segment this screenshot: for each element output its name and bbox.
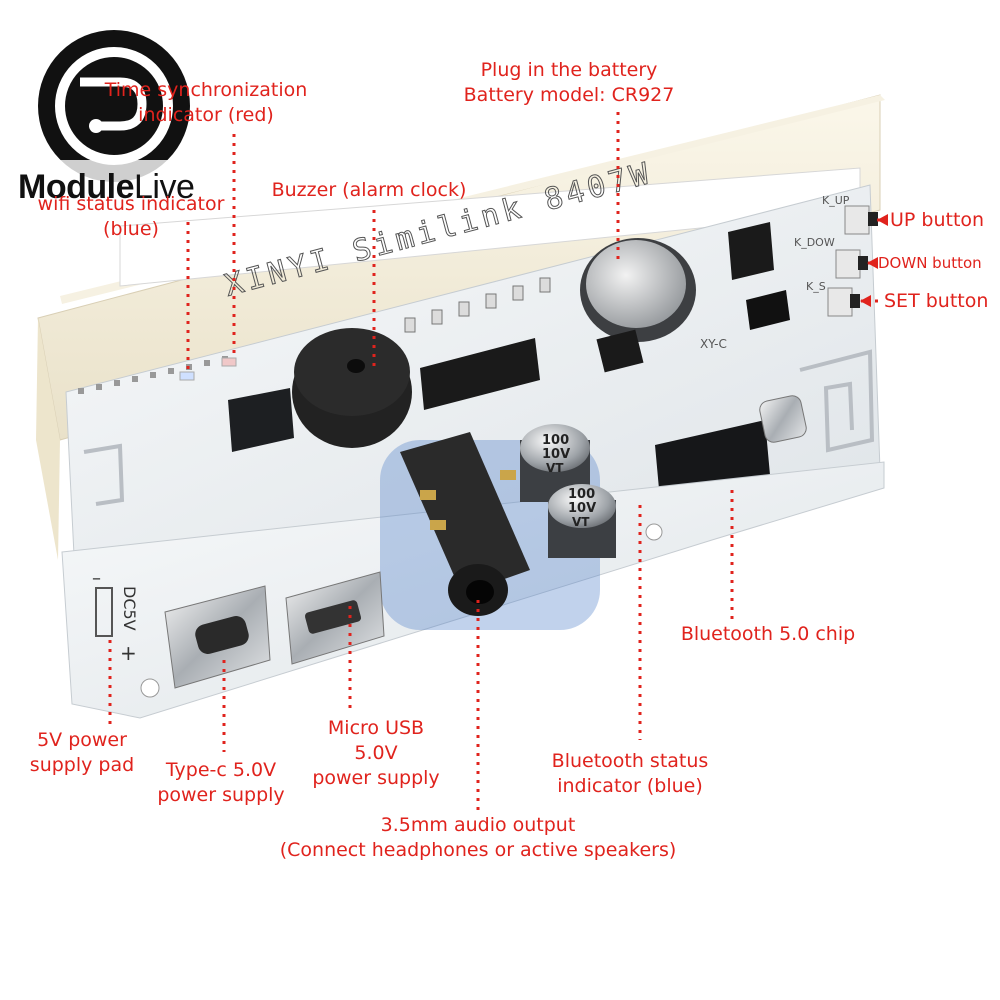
brand-part2: Live <box>133 168 195 206</box>
label-buzzer: Buzzer (alarm clock) <box>271 179 467 201</box>
dc5v-silk: DC5V <box>120 586 139 631</box>
minus-silk: – <box>92 568 101 589</box>
micro-usb-port <box>285 571 385 665</box>
button-arrows <box>860 214 888 307</box>
type-c-port <box>164 585 271 689</box>
label-wifi-status: wifi status indicator (blue) <box>37 193 225 240</box>
brand-wordmark: ModuleLive <box>18 168 195 207</box>
label-battery: Plug in the battery Battery model: CR927 <box>463 59 675 106</box>
label-5v-pad: 5V power supply pad <box>29 729 135 776</box>
tact-buttons <box>827 205 878 317</box>
regulator-ic <box>728 222 774 280</box>
label-bluetooth-chip: Bluetooth 5.0 chip <box>680 623 856 645</box>
k-up-silk: K_UP <box>822 194 850 207</box>
time-sync-led <box>221 357 237 367</box>
bt-antenna <box>799 349 875 453</box>
brand-part1: Module <box>18 168 134 206</box>
display-pins <box>404 277 551 333</box>
wifi-antenna <box>83 443 125 506</box>
label-bluetooth-status: Bluetooth status indicator (blue) <box>551 750 709 797</box>
cap2-voltage: 10V <box>568 501 596 516</box>
button-arrow-lines <box>861 218 892 303</box>
cap1-voltage: 10V <box>542 447 570 462</box>
label-down-button: DOWN button <box>878 254 982 272</box>
capacitor-2 <box>548 484 616 558</box>
cap1-value: 100 <box>542 433 569 448</box>
label-type-c: Type-c 5.0V power supply <box>157 759 285 806</box>
label-up-button: UP button <box>890 209 985 231</box>
k-set-silk: K_S <box>806 280 826 293</box>
label-micro-usb: Micro USB 5.0V power supply <box>312 717 440 789</box>
cap2-value: 100 <box>568 487 595 502</box>
plus-silk: + <box>120 641 137 665</box>
wifi-led <box>179 371 195 381</box>
power-pad <box>95 587 113 637</box>
cap1-series: VT <box>546 461 564 475</box>
driver-ic <box>420 338 540 410</box>
label-set-button: SET button <box>884 290 989 312</box>
audio-jack <box>400 432 530 616</box>
diode <box>746 290 790 330</box>
xy-silk: XY-C <box>700 337 727 351</box>
wifi-ic <box>228 388 294 452</box>
modulelive-logo <box>14 30 214 202</box>
crystal <box>759 395 807 443</box>
label-audio-output: 3.5mm audio output (Connect headphones o… <box>279 814 677 861</box>
buzzer <box>292 328 412 448</box>
k-down-silk: K_DOW <box>794 236 835 249</box>
cap2-series: VT <box>572 515 590 529</box>
battery-holder <box>580 238 696 373</box>
label-time-sync: Time synchronization indicator (red) <box>104 79 308 126</box>
